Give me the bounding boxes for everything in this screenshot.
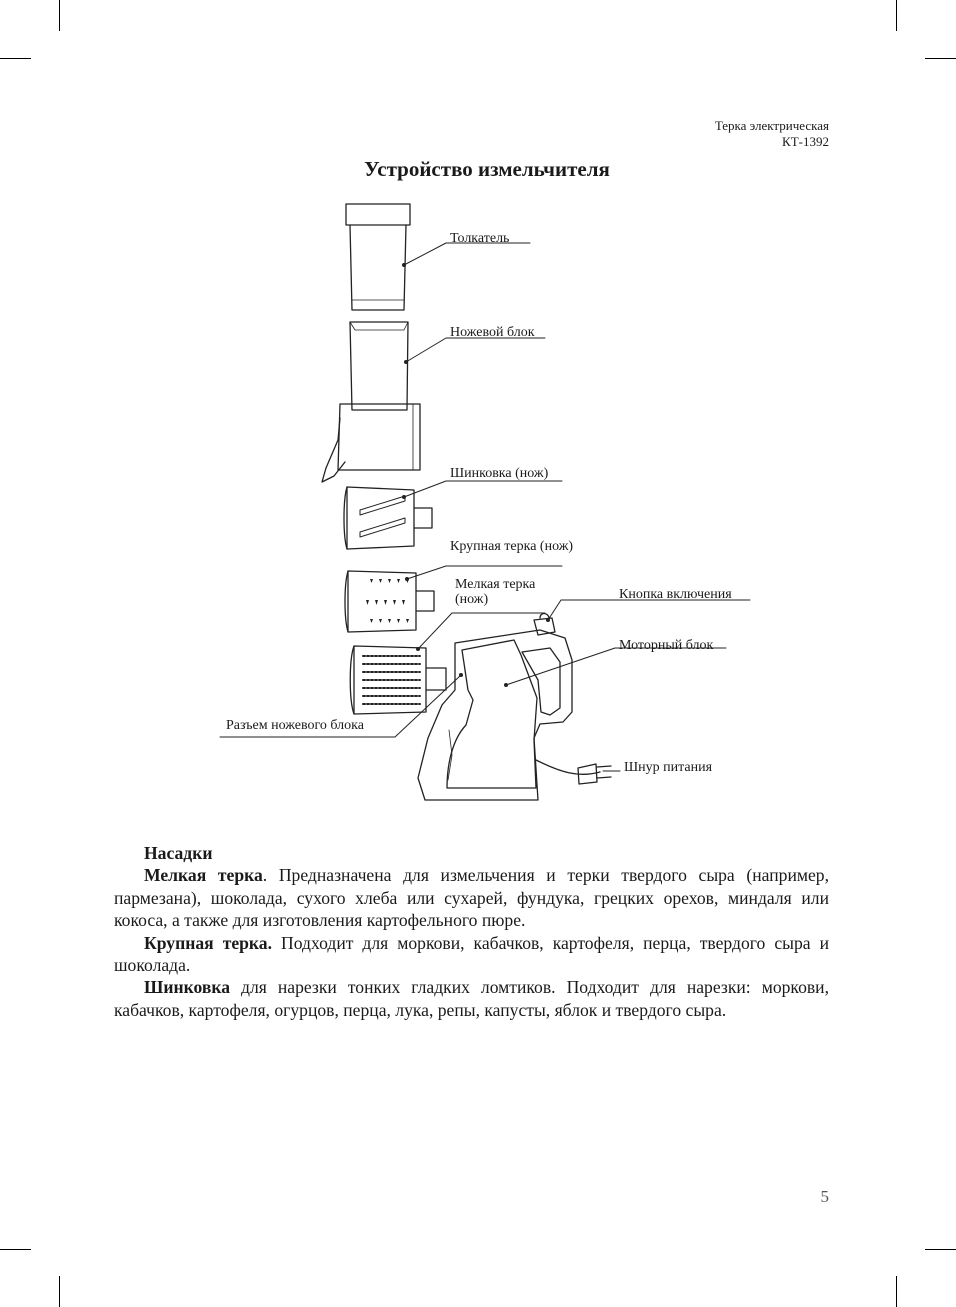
fine-grater-part	[349, 645, 447, 715]
paragraph-slicer: Шинковка для нарезки тонких гладких ломт…	[114, 976, 829, 1021]
header-model: КТ-1392	[782, 134, 829, 149]
crop-mark	[925, 1249, 956, 1250]
label-pusher: Толкатель	[450, 231, 510, 246]
slicer-drum-part	[343, 486, 433, 550]
desc-coarse-grater: Подходит для моркови, кабачков, картофел…	[114, 932, 829, 976]
label-slicer: Шинковка (нож)	[450, 466, 549, 481]
crop-mark	[0, 58, 31, 59]
crop-mark	[59, 1276, 60, 1307]
desc-fine-grater: . Предназначена для измельчения и терки …	[114, 865, 830, 931]
label-power-button: Кнопка включения	[619, 587, 732, 602]
label-blade-block: Ножевой блок	[450, 325, 535, 340]
label-connector: Разъем ножевого блока	[226, 718, 364, 733]
label-fine-grater-line1: Мелкая терка	[455, 577, 536, 592]
label-power-cord: Шнур питания	[624, 760, 713, 775]
crop-mark	[59, 0, 60, 31]
label-fine-grater: Мелкая терка (нож)	[455, 577, 535, 607]
pusher-part	[345, 203, 411, 311]
label-coarse-grater: Крупная терка (нож)	[450, 539, 574, 554]
header-product: Терка электрическая	[714, 118, 829, 133]
paragraph-coarse-grater: Крупная терка. Подходит для моркови, каб…	[114, 932, 829, 977]
crop-mark	[925, 58, 956, 59]
leader-lines	[219, 242, 751, 772]
section-heading: Насадки	[144, 843, 213, 863]
crop-mark	[896, 1276, 897, 1307]
blade-block-part	[321, 321, 421, 483]
desc-slicer: для нарезки тонких гладких ломтиков. Под…	[114, 977, 829, 1020]
crop-mark	[896, 0, 897, 31]
device-diagram	[219, 203, 751, 801]
paragraph-fine-grater: Мелкая терка. Предназначена для измельче…	[114, 864, 829, 931]
page-number: 5	[820, 1187, 830, 1206]
page-title: Устройство измельчителя	[364, 157, 610, 181]
coarse-grater-part	[344, 570, 435, 633]
term-coarse-grater: Крупная терка.	[144, 932, 272, 953]
attachments-section: Насадки Мелкая терка. Предназначена для …	[114, 842, 829, 1021]
label-fine-grater-line2: (нож)	[455, 592, 489, 607]
crop-mark	[0, 1249, 31, 1250]
label-motor-unit: Моторный блок	[619, 638, 714, 653]
motor-unit-part	[417, 612, 612, 801]
term-slicer: Шинковка	[144, 977, 231, 998]
running-header: Терка электрическая КТ-1392	[715, 118, 829, 150]
term-fine-grater: Мелкая терка	[144, 865, 263, 886]
